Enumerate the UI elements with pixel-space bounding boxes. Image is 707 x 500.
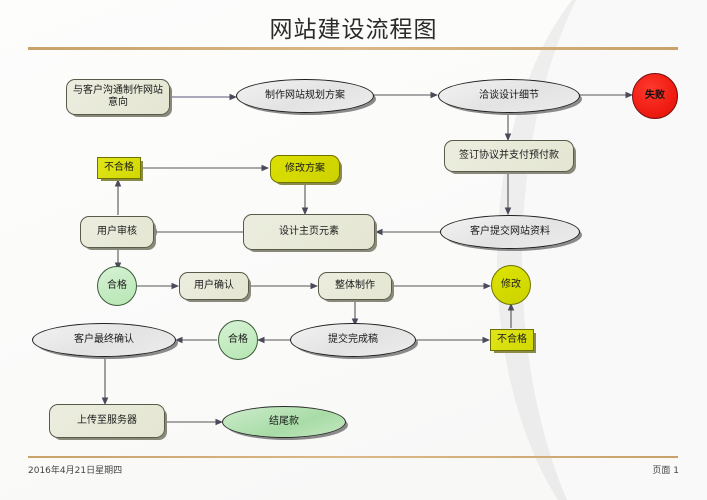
node-label: 修改方案 [285, 163, 325, 174]
node-label: 合格 [107, 280, 127, 291]
node-label: 失败 [645, 90, 665, 101]
node-client-submit-materials[interactable]: 客户提交网站资料 [440, 215, 580, 249]
node-revise[interactable]: 修改 [491, 265, 531, 305]
node-make-site-plan[interactable]: 制作网站规划方案 [236, 79, 374, 113]
node-reject-final[interactable]: 不合格 [490, 329, 534, 351]
node-label: 设计主页元素 [279, 226, 339, 237]
node-design-homepage-elements[interactable]: 设计主页元素 [243, 214, 375, 250]
node-label: 客户提交网站资料 [470, 226, 550, 237]
title-divider [28, 47, 678, 50]
footer-divider [28, 456, 678, 458]
node-label: 结尾款 [269, 416, 299, 427]
footer-page-number: 页面 1 [652, 466, 679, 476]
node-label: 与客户沟通制作网站意向 [73, 85, 163, 108]
node-label: 上传至服务器 [77, 415, 137, 426]
node-consult-client[interactable]: 与客户沟通制作网站意向 [66, 79, 170, 115]
node-submit-final-draft[interactable]: 提交完成稿 [290, 323, 416, 357]
node-full-production[interactable]: 整体制作 [318, 272, 392, 300]
footer-date: 2016年4月21日星期四 [28, 466, 123, 476]
node-revise-plan[interactable]: 修改方案 [270, 155, 340, 183]
node-client-final-confirm[interactable]: 客户最终确认 [32, 323, 176, 357]
node-sign-agreement-prepay[interactable]: 签订协议并支付预付款 [444, 140, 574, 172]
node-label: 修改 [501, 279, 521, 290]
node-failure[interactable]: 失败 [632, 73, 678, 119]
node-label: 提交完成稿 [328, 334, 378, 345]
node-label: 不合格 [104, 162, 134, 173]
node-pass-final[interactable]: 合格 [218, 320, 258, 360]
node-final-payment[interactable]: 结尾款 [222, 406, 346, 438]
node-label: 用户确认 [194, 280, 234, 291]
node-user-review[interactable]: 用户审核 [80, 216, 154, 248]
node-label: 用户审核 [97, 226, 137, 237]
node-upload-to-server[interactable]: 上传至服务器 [49, 404, 165, 438]
node-label: 整体制作 [335, 280, 375, 291]
node-pass-review[interactable]: 合格 [97, 266, 137, 306]
node-label: 洽谈设计细节 [479, 90, 539, 101]
node-label: 签订协议并支付预付款 [459, 150, 559, 161]
node-user-confirm[interactable]: 用户确认 [179, 272, 249, 300]
node-reject-review[interactable]: 不合格 [97, 157, 141, 179]
page-title: 网站建设流程图 [269, 17, 438, 43]
node-label: 不合格 [497, 334, 527, 345]
node-discuss-design-details[interactable]: 洽谈设计细节 [438, 79, 580, 113]
node-label: 制作网站规划方案 [265, 90, 345, 101]
node-label: 客户最终确认 [74, 334, 134, 345]
node-label: 合格 [228, 334, 248, 345]
